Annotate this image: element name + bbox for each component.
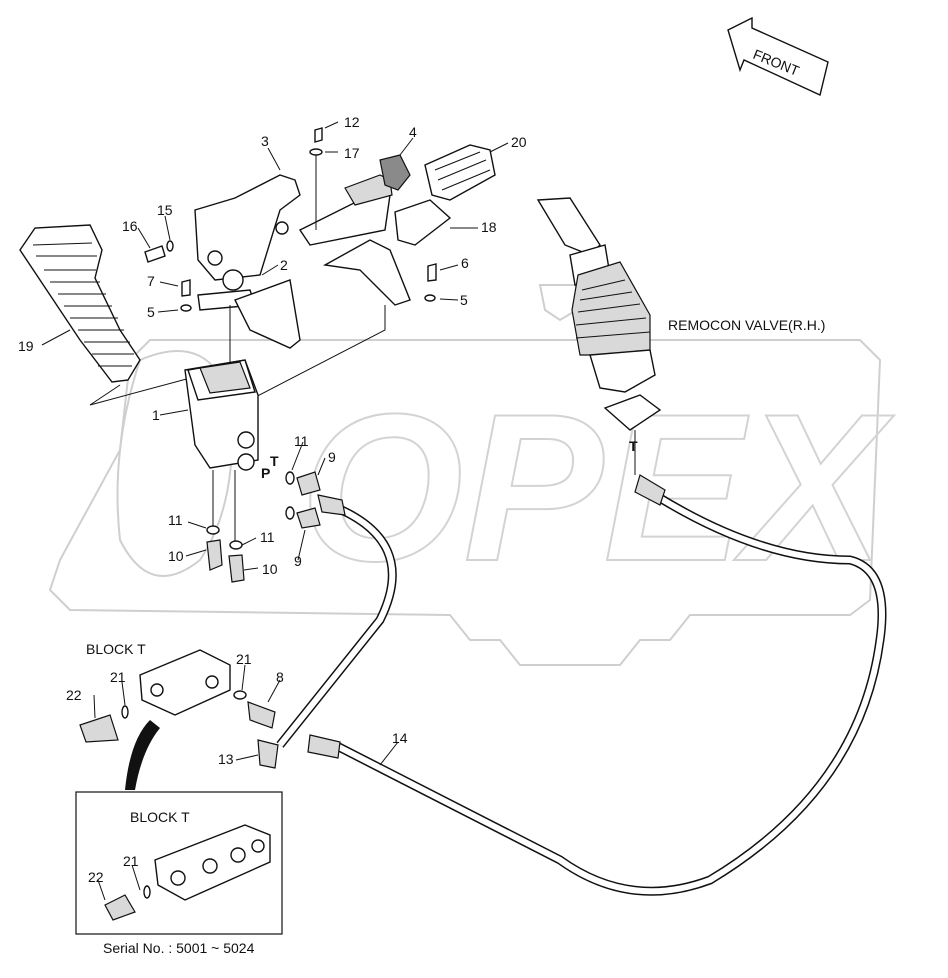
callout-19: 19 <box>18 338 34 354</box>
front-arrow: FRONT <box>727 16 829 96</box>
callout-17: 17 <box>344 145 360 161</box>
callout-9a: 9 <box>328 449 336 465</box>
callout-16: 16 <box>122 218 138 234</box>
callout-3: 3 <box>261 133 269 149</box>
callout-11b: 11 <box>168 512 183 528</box>
block-t-label: BLOCK T <box>86 641 146 657</box>
callout-8: 8 <box>276 669 284 685</box>
pedal-19 <box>19 224 221 406</box>
block-t-inset-label: BLOCK T <box>130 809 190 825</box>
watermark-text: OPEX <box>300 370 894 605</box>
inset-box <box>75 791 283 935</box>
callout-11c: 11 <box>260 529 275 545</box>
plate-2 <box>234 279 301 349</box>
block-t <box>79 649 279 790</box>
callout-22a: 22 <box>66 687 82 703</box>
callout-11a: 11 <box>294 433 309 449</box>
fasteners <box>144 127 437 406</box>
hoses <box>276 474 887 896</box>
callout-7: 7 <box>147 273 155 289</box>
pedal-20 <box>424 144 496 201</box>
callout-6: 6 <box>461 255 469 271</box>
bracket-4 <box>275 154 411 246</box>
callout-20: 20 <box>511 134 527 150</box>
callout-2: 2 <box>280 257 288 273</box>
callout-13: 13 <box>218 751 234 767</box>
serial-label: Serial No. : 5001 ~ 5024 <box>103 940 255 956</box>
bracket-3 <box>194 174 301 311</box>
callout-21c: 21 <box>123 853 139 869</box>
callout-12: 12 <box>344 114 360 130</box>
callout-15: 15 <box>157 202 173 218</box>
callout-18: 18 <box>481 219 497 235</box>
callout-14: 14 <box>392 730 408 746</box>
callout-1: 1 <box>152 407 160 423</box>
callout-5a: 5 <box>147 304 155 320</box>
valve-t-label: T <box>629 438 638 454</box>
callout-21b: 21 <box>236 651 252 667</box>
joystick-remocon <box>536 197 662 475</box>
callout-5b: 5 <box>460 292 468 308</box>
callout-10b: 10 <box>262 561 278 577</box>
callout-10a: 10 <box>168 548 184 564</box>
watermark-logo: OPEX <box>48 284 895 666</box>
pedal-valve-1 <box>184 359 259 545</box>
fittings <box>206 471 321 583</box>
callout-9b: 9 <box>294 553 302 569</box>
port-p-label: P <box>261 465 270 481</box>
remocon-label: REMOCON VALVE(R.H.) <box>668 317 825 333</box>
callout-22b: 22 <box>88 869 104 885</box>
leader-lines <box>41 121 509 901</box>
pad-18 <box>322 199 452 306</box>
callout-21a: 21 <box>110 669 126 685</box>
callout-4: 4 <box>409 124 417 140</box>
port-t-label: T <box>270 453 279 469</box>
